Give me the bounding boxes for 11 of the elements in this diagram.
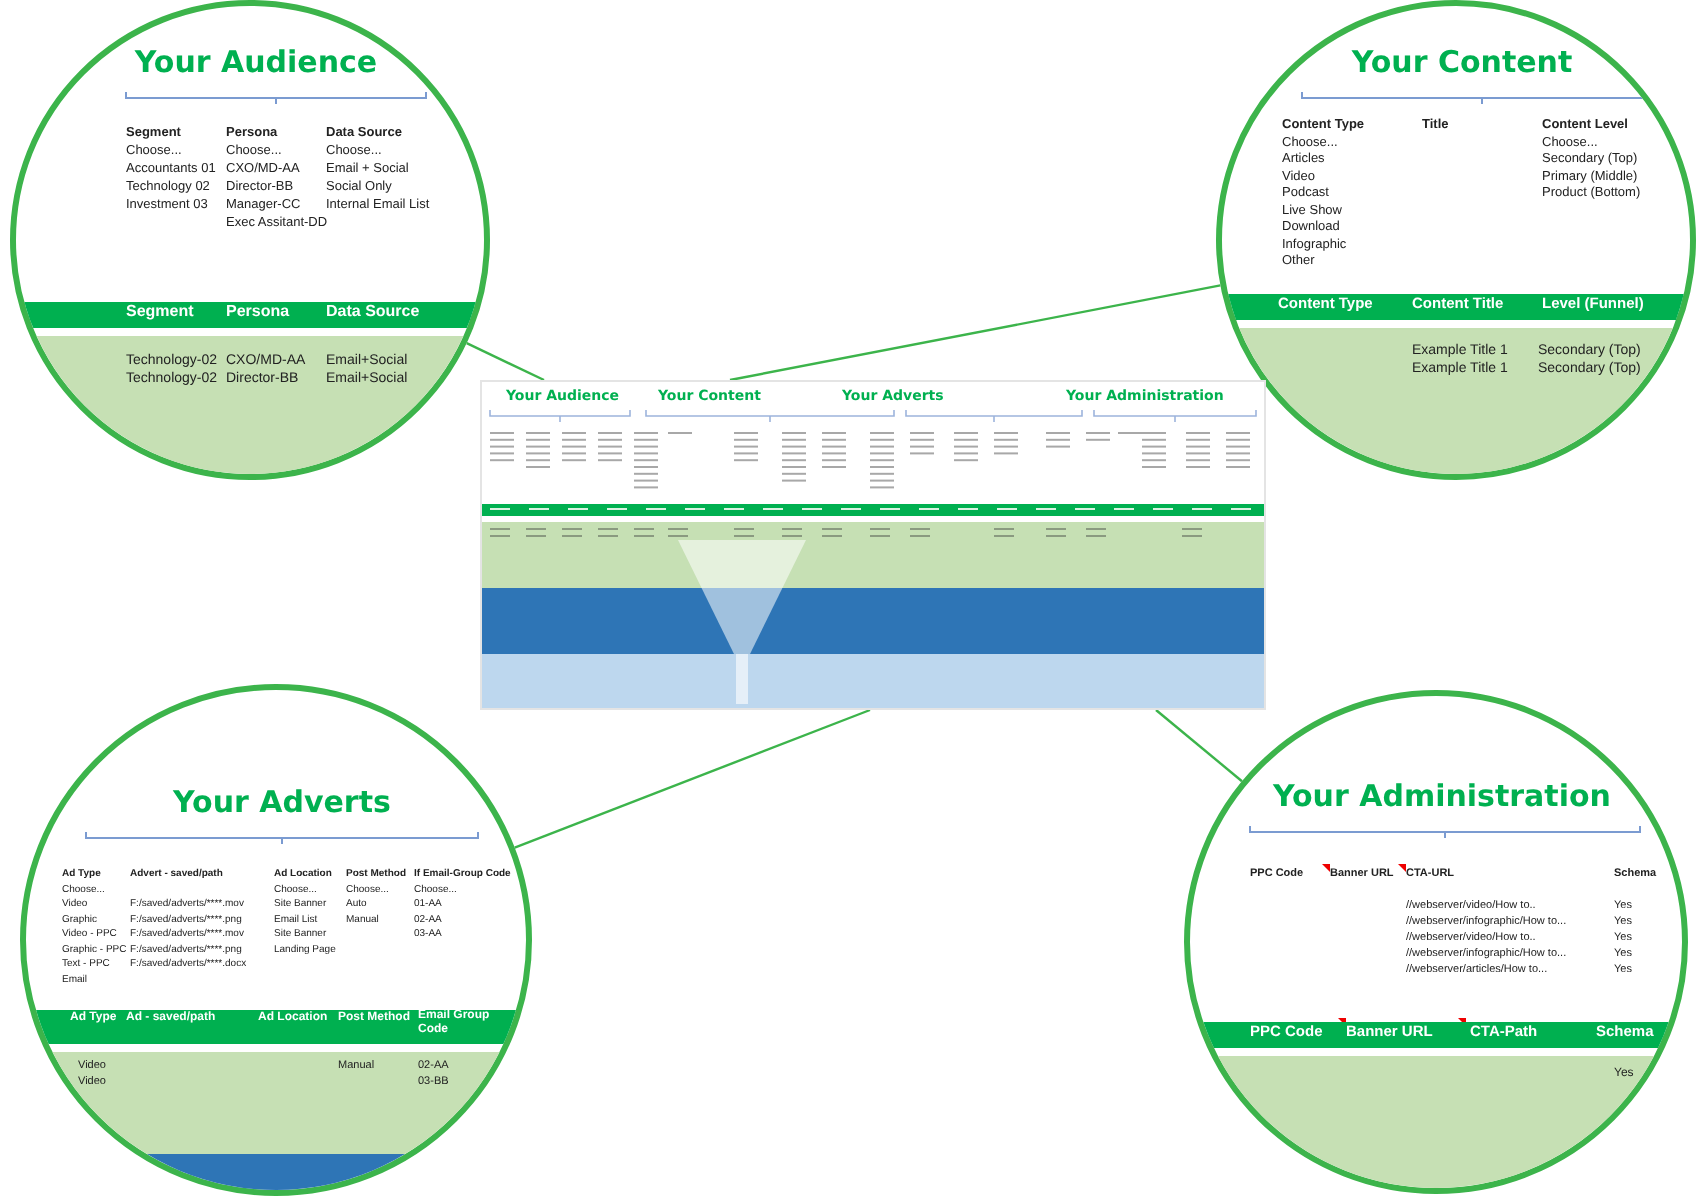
header-cell: Segment (126, 304, 194, 322)
section-title: Your Audience (132, 46, 380, 81)
leader-line (466, 342, 545, 382)
section-title: Your Administration (1271, 780, 1613, 815)
leader-line (1155, 709, 1243, 783)
header-cell: Data Source (326, 304, 420, 322)
section-title: Your Content (1349, 46, 1575, 81)
section-title: Your Adverts (171, 786, 393, 821)
leader-line (729, 284, 1221, 382)
leader-line (514, 708, 871, 849)
header-cell: Persona (226, 304, 290, 322)
